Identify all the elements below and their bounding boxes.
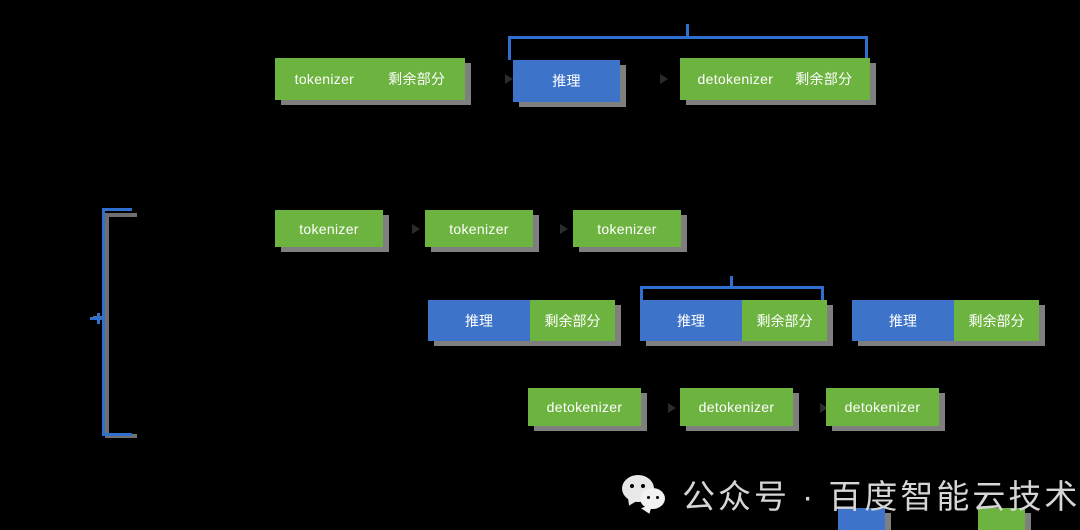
top-row-bracket bbox=[508, 24, 876, 60]
inference-2-left-label: 推理 bbox=[677, 312, 705, 329]
tokenizer-box-3[interactable]: tokenizer bbox=[573, 210, 681, 247]
wechat-icon bbox=[622, 475, 668, 516]
top-stage1-secondary-label: 剩余部分 bbox=[388, 71, 446, 87]
inference-box-2[interactable]: 推理 剩余部分 bbox=[640, 300, 827, 341]
detokenizer-label-2: detokenizer bbox=[698, 399, 775, 415]
tokenizer-label-3: tokenizer bbox=[597, 220, 657, 237]
partial-blue-box bbox=[838, 508, 885, 530]
left-bracket-shadow bbox=[105, 213, 137, 217]
detokenizer-box-2[interactable]: detokenizer bbox=[680, 388, 793, 426]
inference-2-right: 剩余部分 bbox=[742, 300, 827, 341]
watermark: 公众号 · 百度智能云技术站 bbox=[622, 470, 1080, 518]
left-group-bracket bbox=[88, 206, 138, 438]
inference-box-3[interactable]: 推理 剩余部分 bbox=[852, 300, 1039, 341]
inference-1-right: 剩余部分 bbox=[530, 300, 615, 341]
top-stage1-primary-label: tokenizer bbox=[294, 71, 355, 87]
top-stage3-secondary-label: 剩余部分 bbox=[795, 71, 853, 87]
tokenizer-label-2: tokenizer bbox=[449, 220, 509, 237]
tokenizer-connector-arrow-1 bbox=[412, 224, 420, 234]
top-stage2-box[interactable]: 推理 bbox=[513, 60, 620, 102]
inference-1-left: 推理 bbox=[428, 300, 530, 341]
partial-green-box bbox=[978, 508, 1025, 530]
tokenizer-label-1: tokenizer bbox=[299, 220, 359, 237]
inference-3-right-label: 剩余部分 bbox=[968, 312, 1025, 329]
inference-3-left: 推理 bbox=[852, 300, 954, 341]
top-stage3-primary-label: detokenizer bbox=[697, 71, 774, 87]
top-stage3-box[interactable]: detokenizer 剩余部分 bbox=[680, 58, 870, 100]
inference-1-right-label: 剩余部分 bbox=[544, 312, 601, 329]
detokenizer-box-1[interactable]: detokenizer bbox=[528, 388, 641, 426]
tokenizer-connector-arrow-2 bbox=[560, 224, 568, 234]
inference-1-left-label: 推理 bbox=[465, 312, 493, 329]
inference-2-left: 推理 bbox=[640, 300, 742, 341]
detokenizer-box-3[interactable]: detokenizer bbox=[826, 388, 939, 426]
left-bracket-shadow-vertical bbox=[105, 213, 109, 438]
top-connector-arrow-2 bbox=[660, 74, 668, 84]
tokenizer-box-1[interactable]: tokenizer bbox=[275, 210, 383, 247]
watermark-text: 公众号 · 百度智能云技术站 bbox=[682, 478, 1080, 515]
inference-3-right: 剩余部分 bbox=[954, 300, 1039, 341]
top-stage2-primary-label: 推理 bbox=[552, 73, 581, 89]
top-connector-arrow-1 bbox=[505, 74, 513, 84]
inference-row-bracket bbox=[640, 276, 830, 306]
detokenizer-label-3: detokenizer bbox=[844, 399, 921, 415]
detokenizer-connector-arrow-1 bbox=[668, 403, 676, 413]
left-bracket-shadow-bottom bbox=[105, 434, 137, 438]
top-stage1-box[interactable]: tokenizer 剩余部分 bbox=[275, 58, 465, 100]
inference-2-right-label: 剩余部分 bbox=[756, 312, 813, 329]
inference-3-left-label: 推理 bbox=[889, 312, 917, 329]
inference-box-1[interactable]: 推理 剩余部分 bbox=[428, 300, 615, 341]
detokenizer-connector-arrow-2 bbox=[820, 403, 828, 413]
tokenizer-box-2[interactable]: tokenizer bbox=[425, 210, 533, 247]
detokenizer-label-1: detokenizer bbox=[546, 399, 623, 415]
